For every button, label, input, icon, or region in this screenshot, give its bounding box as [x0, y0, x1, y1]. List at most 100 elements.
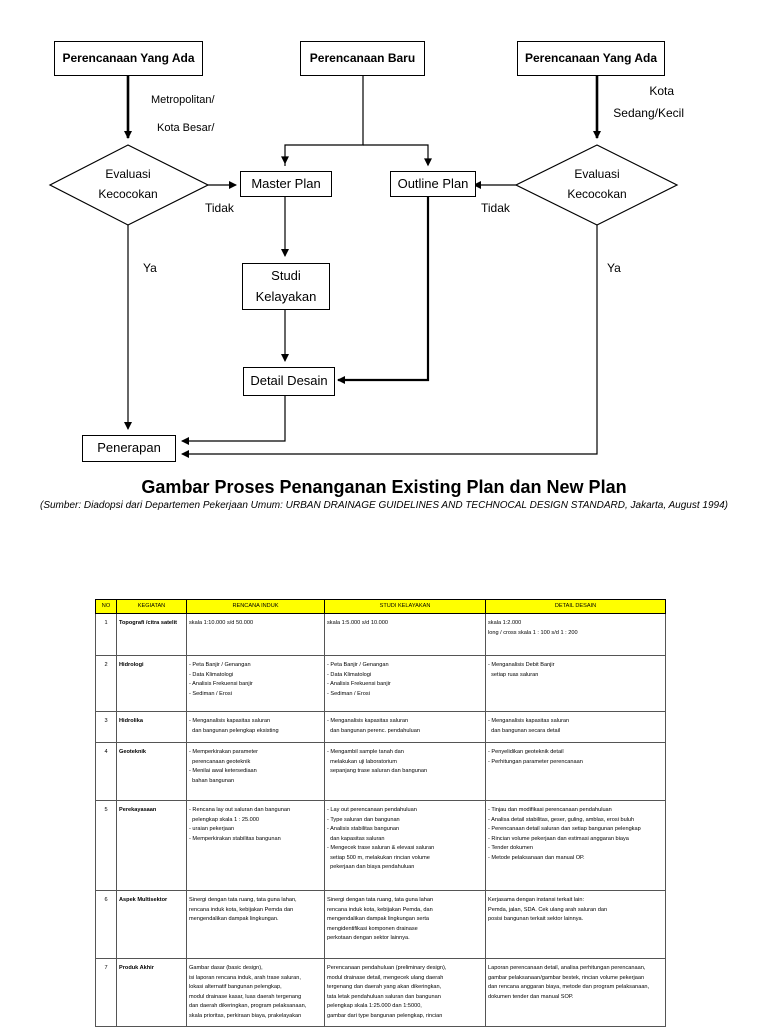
arrow-outline-to-detail: [337, 197, 430, 384]
cell-line: bahan bangunan: [189, 777, 235, 784]
cell-induk: Sinergi dengan tata ruang, tata guna lah…: [186, 890, 325, 959]
header-no: NO: [95, 599, 117, 614]
cell-no: 5: [95, 800, 117, 891]
cell-line: Sinergi dengan tata ruang, tata guna lah…: [189, 897, 297, 903]
evaluasi-left-text: Evaluasi Kecocokan: [78, 164, 178, 205]
cell-line: dan rencana anggaran biaya, metode dan p…: [488, 984, 650, 990]
cell-line: - Perhitungan parameter perencanaan: [488, 758, 583, 765]
box-perencanaan-ada-right-label: Perencanaan Yang Ada: [524, 51, 658, 66]
cell-studi: - Menganalisis kapasitas saluran dan ban…: [324, 711, 486, 743]
box-master-plan-label: Master Plan: [251, 175, 321, 191]
cell-kegiatan: Perekayasaan: [116, 800, 187, 891]
cell-line: isi laporan rencana induk, arah trase sa…: [189, 974, 301, 981]
cell-line: - Menilai awal ketersediaan: [189, 768, 257, 774]
cell-line: Perencanaan pendahuluan (preliminary des…: [327, 965, 447, 971]
cell-line: - Rencana lay out saluran dan bangunan: [189, 807, 291, 813]
comparison-table: NO KEGIATAN RENCANA INDUK STUDI KELAYAKA…: [95, 599, 666, 1027]
cell-line: long / cross skala 1 : 100 s/d 1 : 200: [488, 629, 578, 636]
box-perencanaan-baru-label: Perencanaan Baru: [309, 51, 416, 66]
cell-no: 4: [95, 742, 117, 801]
cell-line: Pemda, jalan, SDA. Cek ulang arah salura…: [488, 906, 608, 913]
cell-line: Sinergi dengan tata ruang, tata guna lah…: [327, 897, 434, 903]
cell-studi: skala 1:5.000 s/d 10.000: [324, 613, 486, 656]
label-ya-left: Ya: [143, 261, 157, 275]
cell-studi: Perencanaan pendahuluan (preliminary des…: [324, 958, 486, 1027]
cell-line: pelengkap skala 1:25.000 dan 1:5000,: [327, 1003, 422, 1009]
label-tidak-left: Tidak: [205, 201, 234, 215]
cell-line: gambar dari type bangunan pelengkap, rin…: [327, 1012, 443, 1019]
cell-line: - Peta Banjir / Genangan: [189, 662, 251, 668]
evaluasi-right-line1: Evaluasi: [574, 167, 620, 181]
cell-line: dan daerah dikeringkan, program pelaksan…: [189, 1003, 307, 1009]
label-tidak-right: Tidak: [481, 201, 510, 215]
cell-kegiatan: Topografi /citra satelit: [116, 613, 187, 656]
cell-kegiatan: Hidrolika: [116, 711, 187, 743]
box-detail-desain-label: Detail Desain: [250, 373, 328, 389]
cell-line: - Menganalisis kapasitas saluran: [488, 718, 570, 724]
cell-line: posisi bangunan terkait sektor lainnya.: [488, 916, 584, 922]
cell-line: lokasi alternatif bangunan pelengkap,: [189, 984, 282, 990]
cell-line: - Analisa detail stabilitas, geser, guli…: [488, 816, 635, 823]
cell-line: - Perencanaan detail saluran dan setiap …: [488, 826, 641, 832]
label-ya-right: Ya: [607, 261, 621, 275]
cell-line: modul drainase kasar, luas daerah tergen…: [189, 993, 302, 1000]
label-metropolitan-line1: Metropolitan/: [151, 94, 215, 106]
cell-line: - Tender dokumen: [488, 845, 533, 851]
cell-line: - Menganalisis Debit Banjir: [488, 662, 555, 668]
cell-line: dan kapasitas saluran: [327, 835, 385, 842]
box-studi-kelayakan: Studi Kelayakan: [242, 263, 330, 310]
arrow-detail-to-penerapan: [181, 396, 286, 445]
evaluasi-left-line2: Kecocokan: [98, 187, 158, 202]
cell-line: mengendalikan dampak lingkungan serta: [327, 916, 429, 922]
cell-line: skala prioritas, perkiraan biaya, prakel…: [189, 1012, 302, 1019]
header-detail-desain: DETAIL DESAIN: [485, 599, 666, 614]
cell-line: - Memperkirakan stabilitas bangunan: [189, 835, 281, 842]
box-master-plan: Master Plan: [240, 171, 332, 197]
cell-studi: - Mengambil sample tanah dan melakukan u…: [324, 742, 486, 801]
cell-induk: Gambar dasar (basic design), isi laporan …: [186, 958, 325, 1027]
cell-line: skala 1:2.000: [488, 620, 522, 626]
evaluasi-right-line2: Kecocokan: [567, 187, 627, 202]
label-kota-sedang-line1: Kota: [649, 84, 674, 98]
cell-no: 2: [95, 655, 117, 712]
cell-no: 3: [95, 711, 117, 743]
cell-line: - Tinjau dan modifikasi perencanaan pend…: [488, 807, 612, 813]
cell-detail: skala 1:2.000 long / cross skala 1 : 100 …: [485, 613, 666, 656]
cell-line: - Memperkirakan parameter: [189, 749, 259, 755]
cell-line: dan bangunan secara detail: [488, 727, 561, 734]
cell-induk: - Menganalisis kapasitas saluran dan ban…: [186, 711, 325, 743]
cell-detail: - Menganalisis Debit Banjir setiap ruas …: [485, 655, 666, 712]
cell-kegiatan: Geoteknik: [116, 742, 187, 801]
cell-detail: - Penyelidikan geoteknik detail- Perhitu…: [485, 742, 666, 801]
box-perencanaan-ada-left-label: Perencanaan Yang Ada: [62, 51, 195, 66]
cell-line: dan bangunan pelengkap eksisting: [189, 727, 279, 734]
arrow-eval-right-ya: [181, 225, 598, 458]
cell-line: melakukan uji laboratorium: [327, 758, 397, 765]
cell-line: - Data Klimatologi: [189, 671, 234, 678]
cell-kegiatan: Aspek Multisektor: [116, 890, 187, 959]
label-metropolitan: Metropolitan/ Kota Besar/: [151, 86, 215, 142]
cell-line: mengidentifikasi komponen drainase: [327, 925, 418, 932]
cell-line: - Mengambil sample tanah dan: [327, 749, 404, 755]
cell-line: gambar pelaksanaan/gambar bestek, rincia…: [488, 974, 645, 981]
cell-line: - Sediman / Erosi: [189, 690, 232, 697]
cell-detail: - Menganalisis kapasitas saluran dan ban…: [485, 711, 666, 743]
cell-line: Gambar dasar (basic design),: [189, 965, 263, 971]
cell-line: - Mengecek trase saluran & elevasi salur…: [327, 845, 435, 851]
cell-line: perkotaan dengan sektor lainnya.: [327, 935, 410, 941]
cell-line: - Type saluran dan bangunan: [327, 816, 400, 823]
evaluasi-left-line1: Evaluasi: [105, 167, 151, 181]
box-outline-plan-label: Outline Plan: [397, 175, 469, 191]
label-kota-sedang: Kota Sedang/Kecil: [596, 80, 684, 124]
box-studi-line2: Kelayakan: [255, 288, 317, 304]
box-detail-desain: Detail Desain: [243, 367, 335, 396]
cell-line: rencana induk kota, kebijakan Pemda dan: [189, 906, 294, 913]
box-perencanaan-ada-right: Perencanaan Yang Ada: [517, 41, 665, 76]
